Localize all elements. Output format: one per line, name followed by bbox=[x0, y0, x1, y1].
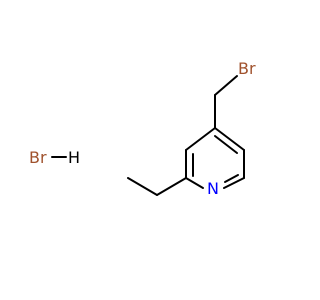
molecule-drawing: Br N Br H bbox=[29, 59, 256, 198]
bond-n-c6-inner bbox=[224, 174, 239, 183]
bromine-substituent-label: Br bbox=[238, 59, 256, 78]
bond-lines bbox=[51, 75, 245, 196]
structure-canvas: Br N Br H bbox=[29, 59, 256, 198]
bond-c5-c4 bbox=[214, 127, 245, 151]
bond-c2-n bbox=[185, 177, 204, 189]
bond-ethyl-ch3 bbox=[127, 177, 158, 196]
bond-c4-c3 bbox=[185, 127, 216, 151]
salt-hydrogen-label: H bbox=[68, 148, 80, 167]
bond-n-c6 bbox=[223, 177, 245, 189]
salt-bromine-label: Br bbox=[29, 148, 47, 167]
bond-c2-ethyl bbox=[156, 177, 187, 196]
bond-ch2-br bbox=[214, 75, 238, 96]
bond-c5-c4-inner bbox=[214, 135, 238, 154]
ring-nitrogen-label: N bbox=[207, 179, 219, 198]
